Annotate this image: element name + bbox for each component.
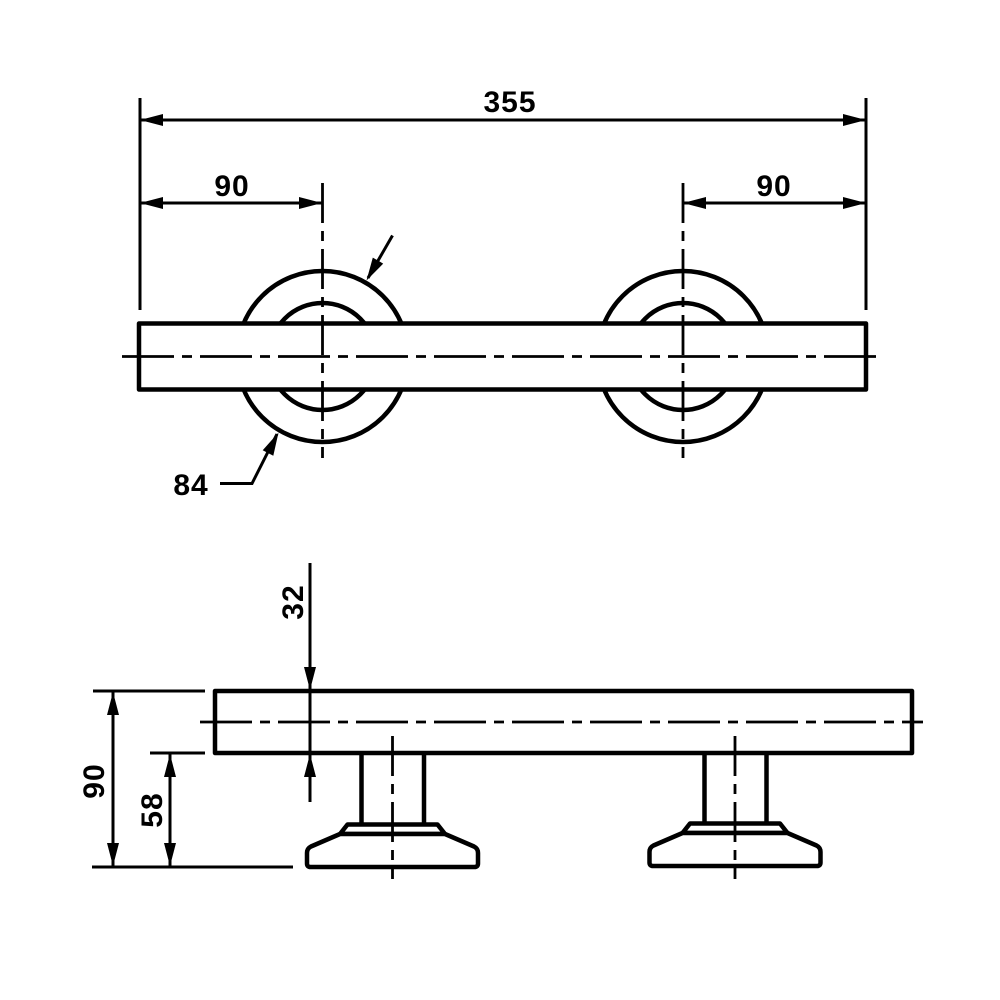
arrow-right-icon bbox=[299, 197, 322, 209]
arrow-left-icon bbox=[140, 114, 163, 126]
side-view: 32 90 58 bbox=[78, 563, 923, 879]
right-post bbox=[647, 753, 823, 869]
dim-flange-diameter: 84 bbox=[173, 234, 394, 502]
arrow-up-icon bbox=[164, 754, 176, 777]
leader-lower-line bbox=[220, 433, 279, 485]
arrow-down-icon bbox=[107, 843, 119, 866]
arrow-down-icon bbox=[164, 843, 176, 866]
leader-lower-arrow-icon bbox=[262, 432, 279, 456]
dim-bar-thickness: 32 bbox=[277, 563, 316, 802]
dim-clearance: 58 bbox=[136, 751, 205, 866]
top-view: 355 90 90 84 bbox=[122, 86, 882, 502]
dim-right-offset: 90 bbox=[683, 170, 866, 209]
dim-overall-length: 355 bbox=[140, 86, 866, 126]
arrow-left-icon bbox=[140, 197, 163, 209]
dim-overall-height: 90 bbox=[78, 689, 293, 869]
dim-left-offset-label: 90 bbox=[214, 170, 249, 203]
dim-flange-diameter-label: 84 bbox=[173, 469, 208, 502]
arrow-down-icon bbox=[304, 667, 316, 690]
dim-overall-length-label: 355 bbox=[483, 86, 536, 119]
dim-left-offset: 90 bbox=[140, 170, 322, 209]
dim-clearance-label: 58 bbox=[136, 792, 169, 827]
leader-upper-arrow-icon bbox=[366, 257, 384, 281]
arrow-up-icon bbox=[107, 692, 119, 715]
arrow-up-icon bbox=[304, 754, 316, 777]
dim-overall-height-label: 90 bbox=[78, 763, 111, 798]
arrow-right-icon bbox=[843, 114, 866, 126]
dim-bar-thickness-label: 32 bbox=[277, 584, 310, 619]
right-foot bbox=[647, 830, 823, 869]
dim-right-offset-label: 90 bbox=[756, 170, 791, 203]
arrow-right-icon bbox=[843, 197, 866, 209]
top-view-centerlines bbox=[122, 183, 882, 458]
side-view-centerlines bbox=[200, 720, 923, 879]
arrow-left-icon bbox=[683, 197, 706, 209]
